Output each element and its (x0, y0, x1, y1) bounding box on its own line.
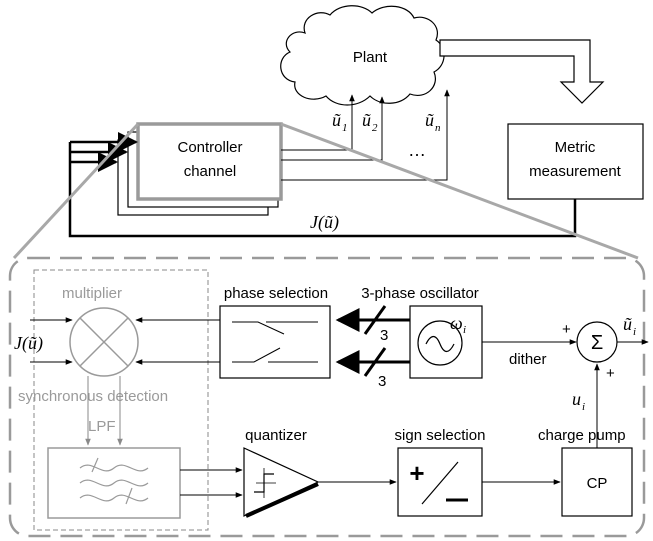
plant-block: Plant (280, 5, 445, 106)
detail-frame (8, 256, 646, 538)
multiplier-input-label: J(ũ) (14, 333, 43, 354)
u1-subscript: 1 (342, 122, 348, 134)
control-signal-labels: ũ 1 ũ 2 ũ n … (332, 110, 441, 160)
lpf-block (47, 447, 181, 519)
sign-selection-label: sign selection (395, 427, 486, 444)
sum-plus-bottom: + (606, 365, 615, 382)
sign-plus: + (409, 458, 424, 488)
control-signal-lines (281, 89, 450, 181)
omega-symbol: ω (450, 313, 463, 333)
multiplier-inputs (30, 317, 73, 365)
u1-symbol: ũ (332, 110, 341, 130)
charge-pump-block: CP (561, 447, 633, 517)
ellipsis: … (408, 140, 426, 160)
omega-subscript: i (463, 324, 466, 336)
multiplier-to-lpf-lines (85, 376, 123, 446)
bus-count-top: 3 (380, 327, 388, 344)
quantizer-label: quantizer (245, 427, 307, 444)
multiplier-block (69, 307, 139, 377)
sum-plus-left: + (562, 321, 571, 338)
bus-count-bottom: 3 (378, 373, 386, 390)
ui-symbol: u (572, 389, 581, 409)
controller-channel-block: Controller channel (136, 122, 283, 201)
output-subscript: i (633, 326, 636, 338)
un-subscript: n (435, 122, 441, 134)
output-symbol: ũ (623, 314, 632, 334)
metric-label-1: Metric (555, 139, 596, 156)
oscillator-block: ω i (409, 305, 483, 379)
cp-label: CP (587, 475, 608, 492)
un-symbol: ũ (425, 110, 434, 130)
synchronous-detection-frame (33, 269, 209, 531)
controller-label-1: Controller (177, 139, 242, 156)
quantizer-block (243, 447, 320, 518)
lpf-to-quantizer-lines (180, 467, 243, 498)
zoom-lines (12, 122, 639, 260)
u2-subscript: 2 (372, 122, 378, 134)
three-phase-buses (335, 305, 410, 377)
metric-measurement-block: Metric measurement (507, 123, 644, 200)
u2-symbol: ũ (362, 110, 371, 130)
phase-to-multiplier-lines (135, 317, 220, 365)
ui-subscript: i (582, 401, 585, 413)
feedback-label: J(ũ) (310, 212, 339, 233)
lpf-label: LPF (88, 418, 116, 435)
sum-symbol: Σ (591, 332, 603, 354)
plant-label: Plant (353, 49, 388, 66)
phase-selection-block (219, 305, 331, 379)
summer-block: Σ (576, 321, 618, 363)
controller-label-2: channel (184, 163, 237, 180)
plant-to-metric-arrow (439, 39, 605, 104)
multiplier-label: multiplier (62, 285, 122, 302)
dither-label: dither (509, 351, 547, 368)
metric-label-2: measurement (529, 163, 622, 180)
sync-detection-label: synchronous detection (18, 388, 168, 405)
phase-selection-label: phase selection (224, 285, 328, 302)
oscillator-title: 3-phase oscillator (361, 285, 479, 302)
feedback-loop (68, 132, 577, 238)
charge-pump-label: charge pump (538, 427, 626, 444)
sign-selection-block: + (397, 447, 483, 517)
